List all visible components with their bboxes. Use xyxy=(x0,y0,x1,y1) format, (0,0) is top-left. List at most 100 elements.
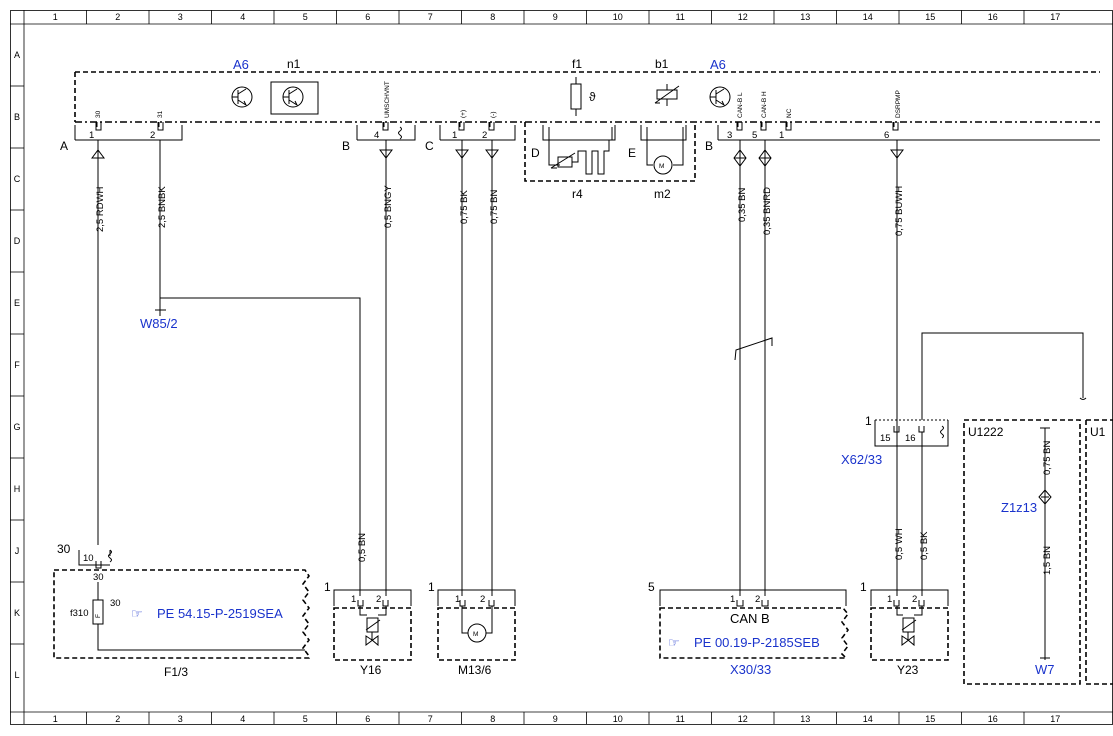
svg-text:F1/3: F1/3 xyxy=(164,665,188,679)
svg-text:0,5 BK: 0,5 BK xyxy=(919,531,930,560)
grid-row-label: D xyxy=(14,236,21,246)
u1-partial-block: U1 xyxy=(1085,419,1113,685)
x30-33-link[interactable]: X30/33 xyxy=(730,662,771,677)
z1z13-link[interactable]: Z1z13 xyxy=(1001,500,1037,515)
grid-row-label: C xyxy=(14,174,21,184)
ref-pe-00-link[interactable]: ☞ PE 00.19-P-2185SEB xyxy=(668,635,820,650)
wire-labels: 2,5 RDWH 2,5 BNBK 0,5 BNGY 0,75 BK 0,75 … xyxy=(95,185,1053,575)
svg-text:B: B xyxy=(705,139,713,153)
svg-text:30: 30 xyxy=(57,542,71,556)
connector-c: C (+) (-) 1 2 xyxy=(425,110,497,153)
svg-text:4: 4 xyxy=(374,130,379,141)
ref-pe-54-link[interactable]: ☞ PE 54.15-P-2519SEA xyxy=(131,606,283,621)
grid-column-label: 15 xyxy=(925,714,935,724)
grid-column-label: 3 xyxy=(178,12,183,22)
transistor-icon xyxy=(709,86,731,108)
grid-column-label: 11 xyxy=(676,714,685,724)
grid-column-label: 1 xyxy=(53,12,58,22)
w85-2-link[interactable]: W85/2 xyxy=(140,316,178,331)
svg-text:r4: r4 xyxy=(572,187,583,201)
svg-text:30: 30 xyxy=(95,110,102,118)
grid-column-label: 1 xyxy=(53,714,58,724)
grid-row-label: G xyxy=(13,422,20,432)
grid-column-label: 4 xyxy=(240,714,245,724)
grid-column-label: 12 xyxy=(738,714,748,724)
grid-row-label: E xyxy=(14,298,20,308)
grid-column-label: 13 xyxy=(800,12,810,22)
svg-text:E: E xyxy=(628,146,636,160)
grid-row-label: F xyxy=(14,360,20,370)
svg-text:CAN B: CAN B xyxy=(730,611,770,626)
svg-text:1: 1 xyxy=(428,580,435,594)
f1-label: f1 xyxy=(572,57,582,71)
grid-column-ticks xyxy=(86,10,1025,724)
connector-arrows xyxy=(91,149,904,167)
svg-text:1: 1 xyxy=(89,130,94,141)
heater-r4: D r4 xyxy=(531,127,613,201)
svg-text:0,75 BN: 0,75 BN xyxy=(489,190,500,224)
svg-text:B: B xyxy=(342,139,350,153)
svg-text:CAN-B H: CAN-B H xyxy=(761,91,768,118)
svg-text:U1: U1 xyxy=(1090,425,1106,439)
grid-row-label: B xyxy=(14,112,20,122)
grid-column-label: 12 xyxy=(738,12,748,22)
grid-column-label: 6 xyxy=(365,714,370,724)
b1-label: b1 xyxy=(655,57,669,71)
valve-y16: 1 1 2 Y16 xyxy=(324,580,412,677)
svg-text:16: 16 xyxy=(905,433,916,444)
grid-column-label: 15 xyxy=(925,12,935,22)
svg-text:1: 1 xyxy=(452,130,457,141)
svg-text:F: F xyxy=(95,614,102,618)
svg-text:M: M xyxy=(659,163,664,170)
svg-text:1: 1 xyxy=(887,594,892,605)
hand-pointer-icon: ☞ xyxy=(668,635,680,650)
a6-label-right[interactable]: A6 xyxy=(710,57,726,72)
grid-row-label: L xyxy=(14,670,19,680)
svg-text:5: 5 xyxy=(752,130,757,141)
grid-column-label: 10 xyxy=(613,714,623,724)
svg-text:D: D xyxy=(531,146,540,160)
valve-y23: 1 1 2 Y23 xyxy=(860,580,949,677)
svg-text:DSRPMP: DSRPMP xyxy=(895,90,902,118)
svg-text:M13/6: M13/6 xyxy=(458,663,492,677)
grid-column-label: 8 xyxy=(490,12,495,22)
motor-m13-6: 1 1 2 M M13/6 xyxy=(428,580,516,677)
svg-text:U1222: U1222 xyxy=(968,425,1004,439)
fuse-box-f1-3: 30 10 30 F f310 30 F1/3 xyxy=(53,542,310,679)
svg-text:PE 54.15-P-2519SEA: PE 54.15-P-2519SEA xyxy=(157,606,283,621)
grid-column-label: 14 xyxy=(863,12,873,22)
grid-column-label: 10 xyxy=(613,12,623,22)
grid-column-label: 2 xyxy=(115,714,120,724)
svg-text:f310: f310 xyxy=(70,608,89,619)
ground-tick xyxy=(155,304,166,316)
grid-column-label: 14 xyxy=(863,714,873,724)
svg-text:0,75 BUWH: 0,75 BUWH xyxy=(894,186,905,236)
motor-m2: E M m2 xyxy=(628,127,684,201)
transistor-icon xyxy=(231,86,253,108)
grid-row-label: A xyxy=(14,50,20,60)
x62-33-link[interactable]: X62/33 xyxy=(841,452,882,467)
connector-b-right: B CAN-B L CAN-B H NC DSRPMP 3 5 1 6 xyxy=(705,90,902,153)
transistor-module-icon xyxy=(270,81,319,115)
grid-row-label: K xyxy=(14,608,20,618)
svg-text:Y23: Y23 xyxy=(897,663,919,677)
svg-text:31: 31 xyxy=(157,110,164,118)
svg-text:m2: m2 xyxy=(654,187,671,201)
control-unit-a6 xyxy=(74,71,1100,182)
svg-text:2: 2 xyxy=(482,130,487,141)
svg-text:2: 2 xyxy=(912,594,917,605)
w7-link[interactable]: W7 xyxy=(1035,662,1055,677)
svg-text:2,5 BNBK: 2,5 BNBK xyxy=(157,186,168,228)
grid-column-label: 17 xyxy=(1050,714,1060,724)
svg-text:5: 5 xyxy=(648,580,655,594)
connector-x30-33: 5 1 2 CAN B xyxy=(648,580,850,659)
grid-column-label: 7 xyxy=(428,12,433,22)
svg-text:1: 1 xyxy=(455,594,460,605)
svg-text:1: 1 xyxy=(351,594,356,605)
a6-label[interactable]: A6 xyxy=(233,57,249,72)
svg-text:0,75 BK: 0,75 BK xyxy=(459,190,470,224)
